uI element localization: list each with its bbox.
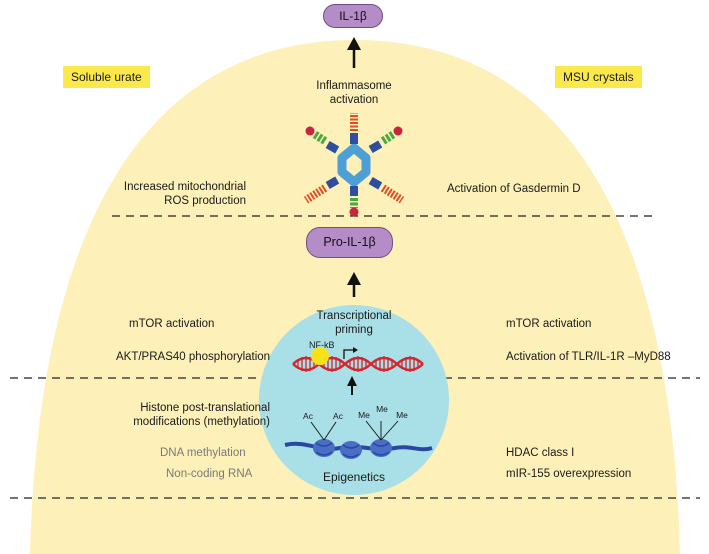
chromatin-icon (284, 420, 433, 459)
hdac-class-label: HDAC class I (506, 447, 575, 459)
up-arrow-icon (347, 272, 361, 297)
transcriptional-priming-label: Transcriptional priming (316, 310, 392, 336)
epigenetics-label: Epigenetics (322, 470, 386, 484)
inflammasome-activation-label: Inflammasome activation (316, 80, 392, 106)
non-coding-rna-label: Non-coding RNA (166, 468, 253, 480)
right-mtor-label: mTOR activation (506, 318, 592, 330)
msu-crystals-tag: MSU crystals (555, 66, 642, 88)
pro-il1b-pill: Pro-IL-1β (306, 227, 393, 258)
methylation-mark-label: Me (358, 410, 370, 420)
inflammasome-icon (303, 113, 405, 217)
nfkb-label: NF-kB (309, 340, 335, 350)
akt-pras40-label: AKT/PRAS40 phosphorylation (116, 351, 271, 363)
mitochondrial-ros-label: Increased mitochondrial ROS production (123, 181, 246, 207)
up-arrow-icon (347, 376, 357, 395)
methylation-mark-label: Me (396, 410, 408, 420)
up-arrow-icon (347, 37, 361, 68)
acetylation-mark-label: Ac (333, 411, 343, 421)
mir155-label: mIR-155 overexpression (506, 468, 632, 480)
nucleosome-icon (340, 441, 362, 459)
dna-icon (292, 356, 424, 372)
acetylation-mark-label: Ac (303, 411, 313, 421)
tlr-myd88-label: Activation of TLR/IL-1R –MyD88 (506, 351, 671, 363)
il1b-pill: IL-1β (323, 4, 383, 28)
nucleosome-icon (370, 439, 392, 457)
left-mtor-label: mTOR activation (129, 318, 215, 330)
methylation-mark-label: Me (376, 404, 388, 414)
gasdermin-d-label: Activation of Gasdermin D (447, 183, 581, 195)
transcription-start-icon (343, 347, 358, 359)
dna-methylation-label: DNA methylation (160, 447, 246, 459)
soluble-urate-tag: Soluble urate (63, 66, 150, 88)
nfkb-icon (311, 347, 329, 365)
nucleosome-icon (313, 439, 335, 457)
histone-modifications-label: Histone post-translational modifications… (133, 402, 270, 428)
